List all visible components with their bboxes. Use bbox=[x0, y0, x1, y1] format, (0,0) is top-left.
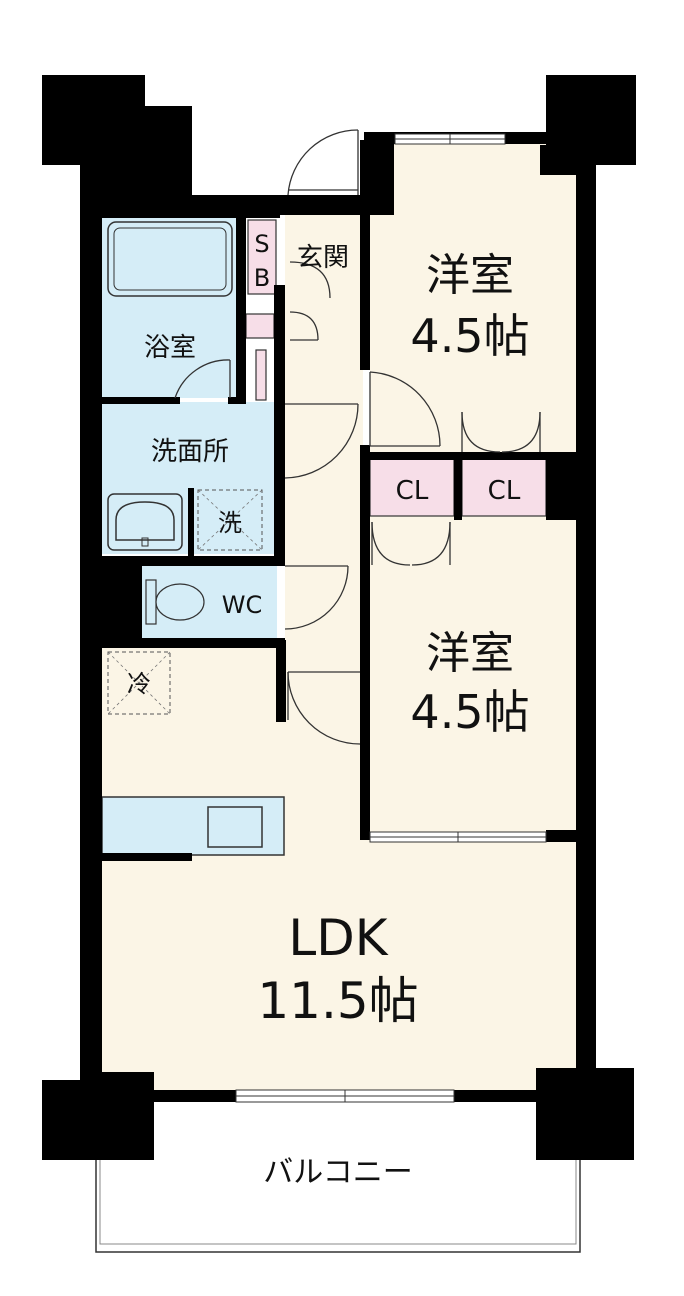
fridge-space bbox=[107, 651, 171, 715]
wall-hall-right-2 bbox=[360, 445, 370, 840]
western-room-1-size: 4.5帖 bbox=[410, 309, 529, 363]
floor-western-room-1 bbox=[370, 140, 576, 455]
pillar-top-right bbox=[540, 75, 636, 175]
ldk-door-arc bbox=[287, 671, 361, 745]
floor-entrance bbox=[285, 215, 363, 305]
pillar-top-left bbox=[42, 75, 192, 200]
closet-1-label: CL bbox=[396, 476, 429, 506]
shoe-box-label-s: S bbox=[254, 230, 269, 258]
balcony-area bbox=[95, 1097, 581, 1253]
shoe-box-label-b: B bbox=[254, 264, 270, 292]
western-room-2-size: 4.5帖 bbox=[410, 685, 529, 739]
washroom-door-arc bbox=[284, 403, 359, 479]
wash-basin-bowl bbox=[115, 501, 175, 541]
shoe-box bbox=[247, 219, 277, 295]
wall-bath-right bbox=[236, 218, 246, 403]
closet-2 bbox=[461, 457, 547, 517]
wash-basin bbox=[107, 493, 183, 551]
washer-space bbox=[197, 489, 263, 551]
wall-closet-divider bbox=[454, 456, 462, 520]
washer-cross-2 bbox=[197, 489, 263, 551]
wall-entrance-top bbox=[280, 195, 360, 215]
fridge-label: 冷 bbox=[127, 670, 151, 698]
western-room-2-name: 洋室 bbox=[426, 628, 514, 679]
wall-toilet-bottom bbox=[100, 638, 285, 648]
floor-ldk bbox=[100, 640, 576, 1090]
wall-wash-bottom bbox=[100, 556, 285, 566]
wall-closet-right bbox=[546, 456, 576, 520]
wall-kitchen-stub bbox=[276, 640, 286, 722]
pillar-bottom-left bbox=[42, 1080, 154, 1160]
fridge-cross-2 bbox=[107, 651, 171, 715]
entrance-door-arc bbox=[289, 261, 331, 299]
washroom-label: 洗面所 bbox=[151, 437, 229, 467]
wall-bath-bottom-2 bbox=[228, 397, 246, 404]
storage-door-arc bbox=[289, 311, 319, 341]
bathroom-label: 浴室 bbox=[144, 333, 196, 363]
ldk-name: LDK bbox=[288, 909, 388, 967]
toilet-tank bbox=[145, 579, 157, 625]
bathtub bbox=[107, 221, 233, 297]
toilet-door-arc bbox=[284, 565, 349, 630]
ldk-size: 11.5帖 bbox=[257, 972, 418, 1030]
toilet-label: WC bbox=[222, 591, 263, 619]
interior-walls bbox=[100, 140, 576, 861]
closet-2-label: CL bbox=[488, 476, 521, 506]
toilet-bowl bbox=[155, 583, 205, 621]
pillar-bottom-left-inner bbox=[80, 1072, 154, 1092]
pillar-bottom-right bbox=[536, 1068, 634, 1160]
room1-door-arc bbox=[369, 371, 441, 447]
wash-basin-drain bbox=[141, 537, 149, 547]
pipe-space bbox=[255, 349, 267, 401]
washer-label: 洗 bbox=[218, 509, 242, 537]
balcony-label: バルコニー bbox=[263, 1155, 412, 1190]
entrance-storage bbox=[245, 313, 275, 339]
entrance-label: 玄関 bbox=[297, 243, 349, 273]
wall-bath-bottom bbox=[100, 397, 180, 404]
wall-toilet-left bbox=[100, 556, 142, 640]
bathroom-door-arc bbox=[174, 359, 231, 399]
wall-right bbox=[576, 140, 596, 1095]
wall-top-left bbox=[80, 195, 280, 218]
western-room-1-name: 洋室 bbox=[426, 250, 514, 301]
wall-hall-right bbox=[360, 140, 370, 370]
wall-wash-right bbox=[274, 285, 285, 565]
wall-room2-bottom-stub bbox=[546, 830, 576, 842]
wall-washer-divider bbox=[188, 488, 194, 556]
wall-closet-row bbox=[364, 452, 576, 460]
bathtub-inner bbox=[113, 227, 227, 291]
wall-counter-bottom bbox=[100, 853, 192, 861]
front-door-arc bbox=[287, 129, 359, 196]
door-swings bbox=[174, 129, 541, 745]
sink bbox=[207, 806, 263, 848]
wall-left bbox=[80, 195, 102, 1095]
